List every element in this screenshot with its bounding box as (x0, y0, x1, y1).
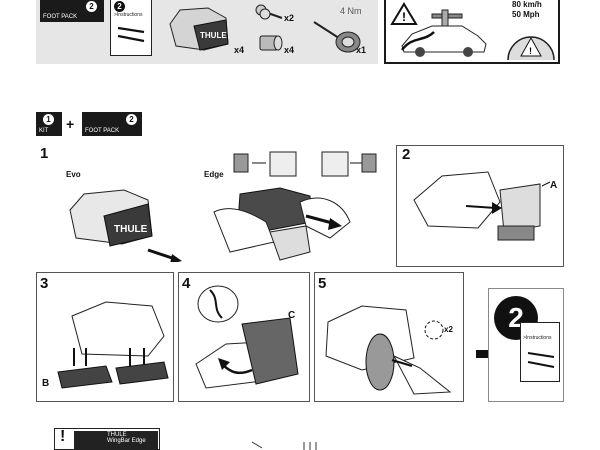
evo-label: Evo (66, 170, 81, 179)
step-2-illustration (413, 171, 551, 241)
step-3-number: 3 (40, 275, 49, 292)
kit-number: 1 (43, 114, 54, 125)
lock-cylinder-swap-illustration (233, 151, 377, 177)
instructions-booklet: 2 >Instructions (110, 0, 152, 56)
foot-pack-number: 2 (86, 1, 97, 12)
key-icon (255, 4, 283, 20)
torque-value: 4 Nm (340, 6, 362, 16)
foot-brand: THULE (200, 31, 227, 40)
torque-tool-icon (313, 21, 361, 53)
speed-kmh: 80 km/h (512, 0, 542, 9)
foot-pack-label-2: FOOT PACK (85, 128, 120, 134)
evo-foot-illustration: THULE (69, 189, 182, 262)
step-4-number: 4 (182, 275, 191, 292)
foot-pack-number-2: 2 (126, 114, 137, 125)
partial-illustration (251, 441, 317, 450)
instructions-label: >Instructions (114, 12, 143, 18)
speed-mph: 50 Mph (512, 10, 540, 19)
label-c: C (288, 310, 296, 321)
label-a: A (550, 180, 558, 191)
step-4-illustration (195, 285, 299, 389)
step-3-illustration (57, 301, 169, 389)
edge-label: Edge (204, 170, 224, 179)
next-booklet: >Instructions (520, 322, 560, 382)
kit-plus: + (66, 116, 75, 132)
tool-count: x1 (356, 45, 367, 55)
evo-brand: THULE (114, 224, 148, 235)
warning-mark: ! (60, 428, 66, 445)
lock-cylinder-icon (259, 35, 283, 51)
step-2-number: 2 (402, 146, 411, 163)
wingbar-icon (117, 26, 145, 43)
svg-text:!: ! (402, 10, 406, 24)
wingbar-edge-text: WingBar Edge (107, 438, 146, 444)
next-wingbar-icon (527, 352, 555, 368)
car-with-rack-icon (400, 9, 487, 57)
instructions-number: 2 (114, 1, 125, 12)
repeat-count: x2 (444, 325, 453, 334)
thule-badge: THULE WingBar Edge (74, 431, 158, 450)
warning-triangle-icon: ! (390, 2, 418, 25)
svg-text:!: ! (529, 46, 532, 56)
step-5-number: 5 (318, 275, 327, 292)
next-instructions-label: >Instructions (523, 335, 552, 341)
foot-pack-label: FOOT PACK (43, 14, 78, 20)
locks-count: x4 (284, 45, 295, 55)
step-5-illustration (325, 305, 452, 395)
step-1-number: 1 (40, 145, 49, 162)
kit-label: KIT (39, 128, 49, 134)
feet-count: x4 (234, 45, 245, 55)
foot-icon: THULE (169, 7, 229, 51)
thule-text: THULE (107, 432, 127, 438)
speedometer-icon: ! (507, 36, 555, 61)
keys-count: x2 (284, 13, 295, 23)
edge-foot-hand-illustration (213, 187, 351, 261)
next-step-number: 2 (508, 302, 524, 333)
label-b: B (42, 378, 50, 389)
